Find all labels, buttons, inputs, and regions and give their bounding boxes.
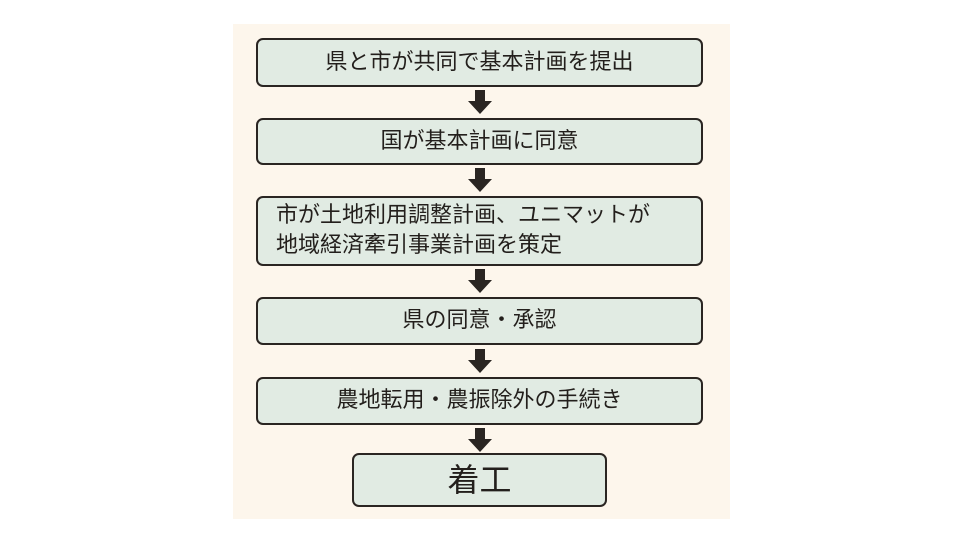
step-2-box: 国が基本計画に同意 bbox=[256, 118, 703, 165]
step-2-label: 国が基本計画に同意 bbox=[380, 128, 579, 154]
step-5-box: 農地転用・農振除外の手続き bbox=[256, 377, 703, 425]
step-1-box: 県と市が共同で基本計画を提出 bbox=[256, 38, 703, 87]
step-1-label: 県と市が共同で基本計画を提出 bbox=[325, 49, 634, 75]
step-3-box: 市が土地利用調整計画、ユニマットが 地域経済牽引事業計画を策定 bbox=[256, 196, 703, 266]
step-6-box: 着工 bbox=[352, 453, 607, 507]
arrow-down-icon bbox=[468, 168, 492, 192]
step-5-label: 農地転用・農振除外の手続き bbox=[336, 388, 623, 413]
step-3-label-line-1: 市が土地利用調整計画、ユニマットが bbox=[276, 203, 651, 228]
step-6-label: 着工 bbox=[447, 461, 512, 499]
arrow-down-icon bbox=[468, 269, 492, 293]
arrow-down-icon bbox=[468, 90, 492, 114]
arrow-down-icon bbox=[468, 428, 492, 452]
arrow-down-icon bbox=[468, 349, 492, 373]
step-4-label: 県の同意・承認 bbox=[402, 308, 557, 333]
step-4-box: 県の同意・承認 bbox=[256, 297, 703, 345]
step-3-label-line-2: 地域経済牽引事業計画を策定 bbox=[276, 233, 563, 258]
